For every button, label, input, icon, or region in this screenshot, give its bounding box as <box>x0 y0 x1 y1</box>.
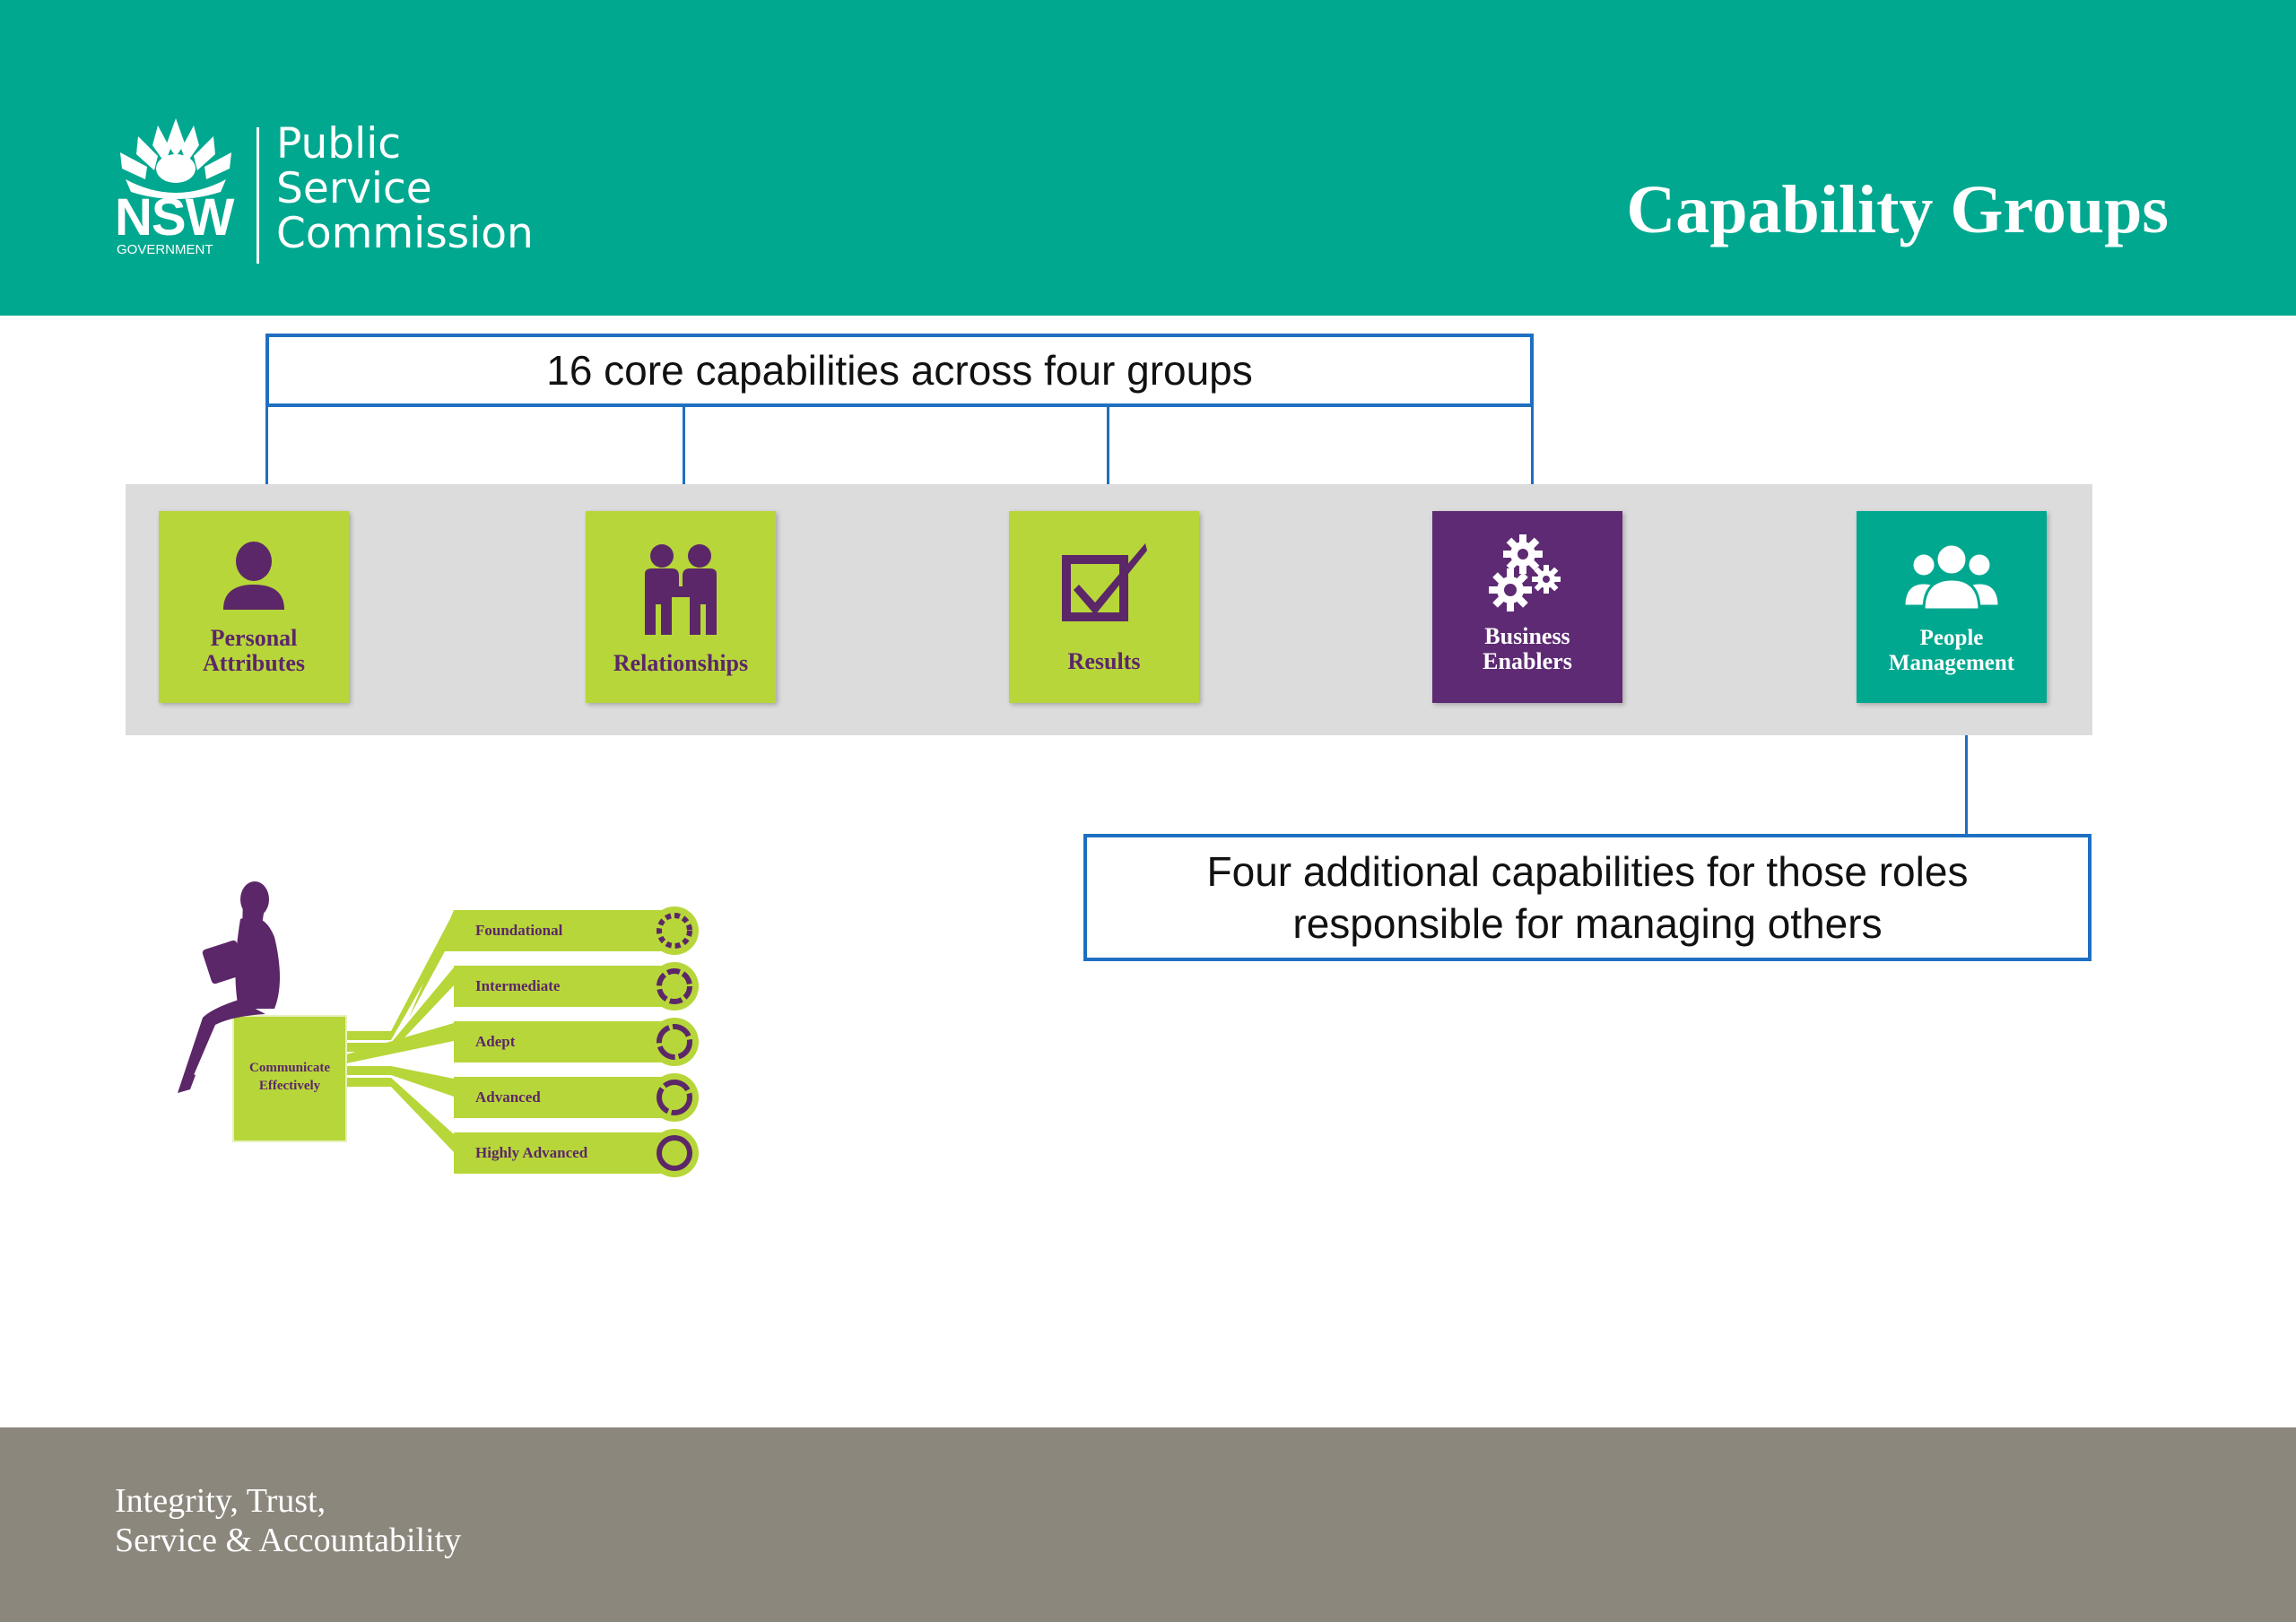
org-name-line: Commission <box>276 209 534 258</box>
capability-box: Communicate Effectively <box>232 1015 347 1142</box>
group-label-line: Enablers <box>1483 648 1572 674</box>
group-label: Personal Attributes <box>159 626 349 676</box>
org-name: Public Service Commission <box>276 122 534 256</box>
additional-capabilities-text: Four additional capabilities for those r… <box>1206 848 1969 895</box>
group-tile-results: Results <box>1009 511 1199 703</box>
core-capabilities-text: 16 core capabilities across four groups <box>546 347 1253 394</box>
logo-divider <box>257 127 259 264</box>
nsw-wordmark: NSW <box>115 188 234 247</box>
group-label: Results <box>1009 649 1199 674</box>
page-title: Capability Groups <box>1626 172 2169 247</box>
group-label-line: Business <box>1484 623 1570 649</box>
additional-capabilities-callout: Four additional capabilities for those r… <box>1083 834 2092 961</box>
group-label-line: Attributes <box>202 650 306 676</box>
group-label: Business Enablers <box>1432 624 1622 674</box>
additional-capabilities-text: responsible for managing others <box>1292 900 1883 947</box>
level-label: Advanced <box>475 1089 541 1106</box>
government-wordmark: GOVERNMENT <box>117 242 213 257</box>
handshake-people-icon <box>645 544 717 635</box>
connector-line <box>1965 735 1968 834</box>
level-label: Foundational <box>475 922 563 939</box>
footer-tagline: Integrity, Trust, Service & Accountabili… <box>115 1481 461 1560</box>
checkbox-icon <box>1062 543 1147 621</box>
capability-name: Communicate <box>249 1061 330 1075</box>
group-label-line: Relationships <box>613 650 749 676</box>
group-label: Relationships <box>586 651 776 676</box>
level-label: Highly Advanced <box>475 1144 588 1161</box>
group-people-icon <box>1902 542 2001 612</box>
gears-icon <box>1489 534 1561 612</box>
group-tile-people-management: People Management <box>1857 511 2047 703</box>
group-label-line: Personal <box>210 625 298 651</box>
tagline-line: Service & Accountability <box>115 1522 462 1559</box>
capability-name: Effectively <box>259 1079 321 1093</box>
group-label-line: People <box>1919 626 1984 650</box>
connector-line <box>683 407 685 484</box>
level-bars <box>454 910 669 1174</box>
level-label: Adept <box>475 1033 516 1050</box>
person-icon <box>223 542 284 610</box>
tagline-line: Integrity, Trust, <box>115 1482 326 1520</box>
header-bar: NSW GOVERNMENT Public Service Commission… <box>0 0 2296 316</box>
group-tile-business-enablers: Business Enablers <box>1432 511 1622 703</box>
group-label: People Management <box>1857 626 2047 676</box>
org-name-line: Public <box>276 119 402 169</box>
group-label-line: Results <box>1067 648 1141 674</box>
connector-line <box>1107 407 1109 484</box>
level-dials <box>650 906 699 1177</box>
connector-line <box>1531 407 1534 484</box>
connector-line <box>265 407 268 484</box>
waratah-icon <box>120 118 231 199</box>
org-name-line: Service <box>276 164 432 213</box>
group-tile-personal-attributes: Personal Attributes <box>159 511 349 703</box>
level-label: Intermediate <box>475 977 561 994</box>
core-capabilities-callout: 16 core capabilities across four groups <box>265 334 1534 407</box>
group-label-line: Management <box>1888 651 2015 675</box>
seated-person-silhouette <box>178 881 280 1093</box>
group-tile-relationships: Relationships <box>586 511 776 703</box>
footer-bar: Integrity, Trust, Service & Accountabili… <box>0 1427 2296 1622</box>
nsw-psc-logo: NSW GOVERNMENT Public Service Commission <box>113 117 579 269</box>
capability-levels-illustration: Foundational Intermediate Adept Advanced… <box>178 881 699 1177</box>
